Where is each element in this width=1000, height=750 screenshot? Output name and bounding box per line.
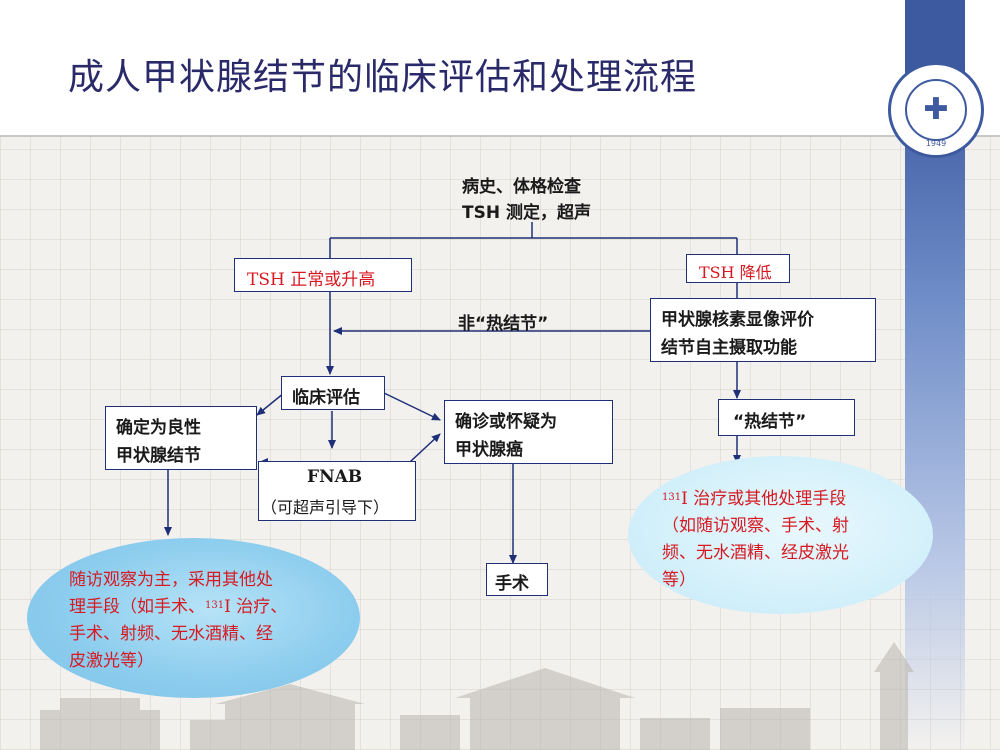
hot-treatment-line-4: 等） <box>662 570 696 590</box>
benign-line-1: 确定为良性 <box>116 418 201 438</box>
fnab-sub-label: （可超声引导下） <box>261 498 390 517</box>
followup-isotope-sup: 131 <box>205 600 225 611</box>
logo-year: 1949 <box>925 139 947 148</box>
clinical-box: 临床评估 <box>281 376 385 410</box>
cancer-line-2: 甲状腺癌 <box>455 440 523 460</box>
page-title: 成人甲状腺结节的临床评估和处理流程 <box>68 57 698 98</box>
clinical-label: 临床评估 <box>292 388 360 408</box>
surgery-box: 手术 <box>486 563 548 596</box>
benign-box: 确定为良性 甲状腺结节 <box>105 406 257 470</box>
followup-line-2b: I 治疗、 <box>224 597 288 617</box>
hot-treatment-line-1-text: I 治疗或其他处理手段 <box>681 489 847 509</box>
followup-line-4: 皮激光等） <box>69 651 154 671</box>
arrow-clinical-to-benign <box>256 392 285 416</box>
start-line-1: 病史、体格检查 <box>462 177 581 197</box>
benign-line-2: 甲状腺结节 <box>116 446 201 466</box>
followup-note-ellipse <box>27 538 360 698</box>
cross-f-icon: ✚ <box>923 92 949 127</box>
hot-label: “热结节” <box>733 412 807 432</box>
fnab-box: FNAB （可超声引导下） <box>258 461 416 521</box>
followup-line-2a: 理手段（如手术、 <box>69 597 205 617</box>
cancer-box: 确诊或怀疑为 甲状腺癌 <box>444 400 613 464</box>
hot-treatment-line-1: 131I 治疗或其他处理手段 <box>662 486 849 513</box>
followup-line-3: 手术、射频、无水酒精、经 <box>69 624 273 644</box>
campus-skyline-decoration <box>40 642 914 750</box>
tsh-low-label: TSH 降低 <box>699 263 772 282</box>
start-line-2: TSH 测定，超声 <box>462 203 591 223</box>
hot-box: “热结节” <box>718 399 855 436</box>
hot-treatment-text: 131I 治疗或其他处理手段 （如随访观察、手术、射 频、无水酒精、经皮激光 等… <box>662 486 849 594</box>
cancer-line-1: 确诊或怀疑为 <box>455 412 557 432</box>
header-band <box>0 0 1000 137</box>
hospital-logo: ✚ 1949 <box>888 62 984 158</box>
hot-treatment-line-2: （如随访观察、手术、射 <box>662 516 849 536</box>
non-hot-label: 非“热结节” <box>458 314 549 334</box>
scan-line-1: 甲状腺核素显像评价 <box>661 310 814 330</box>
fnab-label: FNAB <box>307 467 363 487</box>
tsh-low-box: TSH 降低 <box>686 254 790 283</box>
followup-line-2: 理手段（如手术、131I 治疗、 <box>69 594 287 621</box>
scan-box: 甲状腺核素显像评价 结节自主摄取功能 <box>650 298 876 362</box>
followup-note-text: 随访观察为主，采用其他处 理手段（如手术、131I 治疗、 手术、射频、无水酒精… <box>69 567 287 675</box>
hot-treatment-ellipse <box>628 456 933 614</box>
followup-line-1: 随访观察为主，采用其他处 <box>69 570 273 590</box>
tsh-normal-label: TSH 正常或升高 <box>247 270 376 290</box>
hot-treatment-line-3: 频、无水酒精、经皮激光 <box>662 543 849 563</box>
tsh-normal-box: TSH 正常或升高 <box>234 258 412 292</box>
logo-emblem: ✚ <box>905 79 967 141</box>
surgery-label: 手术 <box>495 574 529 594</box>
arrow-clinical-to-cancer <box>383 392 441 421</box>
hot-isotope-sup: 131 <box>662 492 682 503</box>
scan-line-2: 结节自主摄取功能 <box>661 338 797 358</box>
